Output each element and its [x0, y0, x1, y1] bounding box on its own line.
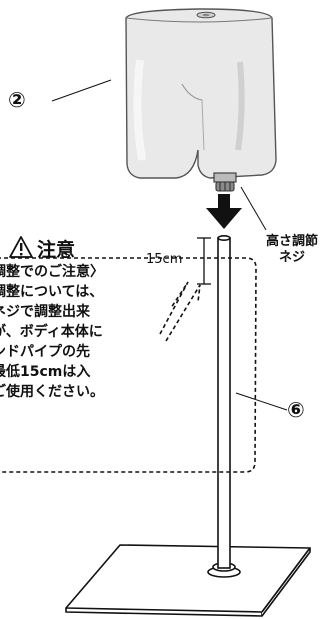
caution-title: 注意: [37, 239, 76, 261]
callout-pointer: [159, 281, 201, 342]
caution-note: 調整でのご注意〉 調整については、 ネジで調整出来 が、ボディ本体に ンドパイプ…: [0, 262, 154, 402]
warning-triangle-icon: [9, 236, 33, 258]
base-plate: [65, 544, 311, 617]
torso-callout-number: ②: [8, 88, 26, 112]
caution-line: 調整でのご注意〉: [0, 264, 104, 280]
torso-body: [125, 8, 277, 179]
screw-label: 高さ調節 ネジ: [247, 234, 324, 266]
height-adjust-screw: [213, 172, 237, 192]
screw-label-line1: 高さ調節: [265, 234, 318, 249]
caution-line: 最低15cmは入: [0, 364, 91, 380]
down-arrow-icon: [206, 194, 242, 229]
leader-lines: [51, 79, 288, 411]
caution-line: 調整については、: [0, 284, 104, 300]
caution-line: ご使用ください。: [0, 384, 104, 400]
caution-line: ンドパイプの先: [0, 344, 90, 360]
caution-line: が、ボディ本体に: [0, 324, 103, 340]
screw-label-line2: ネジ: [278, 250, 305, 265]
pipe-callout-number: ⑥: [287, 398, 305, 422]
caution-callout-border: [0, 257, 257, 473]
stand-pipe: [217, 235, 231, 569]
measurement-label: 15cm: [146, 252, 183, 267]
caution-line: ネジで調整出来: [0, 304, 90, 320]
measurement-bracket: [197, 237, 211, 285]
